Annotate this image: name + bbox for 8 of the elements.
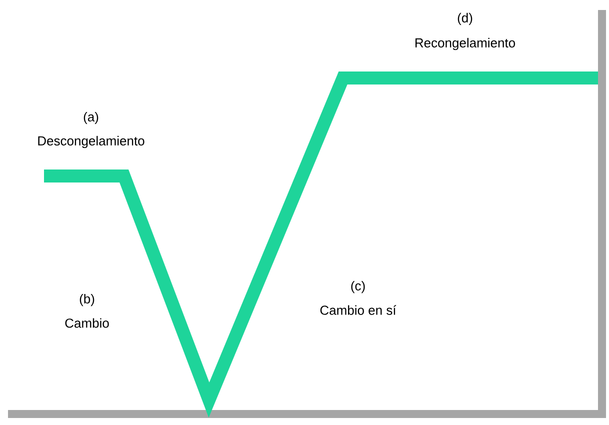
curve-label: (d) xyxy=(458,12,472,26)
curve-label: Descongelamiento xyxy=(38,136,144,148)
curve-label: Recongelamiento xyxy=(415,38,516,50)
curve-label: Cambio xyxy=(65,318,109,328)
curve-label: (b) xyxy=(80,294,94,306)
curve-label: (a) xyxy=(84,112,98,124)
curve-label: (c) xyxy=(351,280,365,294)
curve-label: Cambio en sí xyxy=(320,305,396,315)
